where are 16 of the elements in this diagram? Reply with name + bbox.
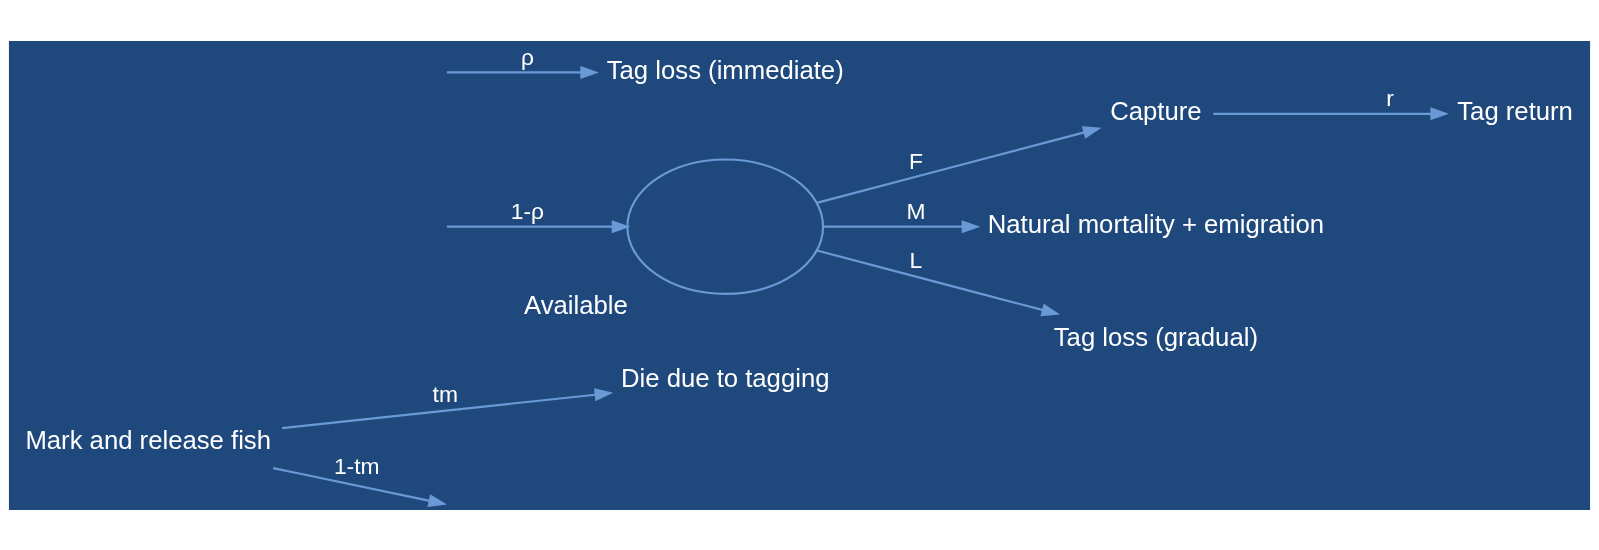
edge-label: M <box>906 197 926 224</box>
edge-label: r <box>1386 84 1394 111</box>
node-text: Natural mortality + emigration <box>987 209 1324 238</box>
node-text: Die due to tagging <box>620 363 830 392</box>
node-text: Mark and release fish <box>25 425 271 454</box>
edge-label: 1-tm <box>333 451 380 478</box>
node-text: Tag loss (immediate) <box>606 55 844 84</box>
edge-label: F <box>908 147 923 174</box>
edge-label: ρ <box>520 43 534 70</box>
node-text: Capture <box>1110 96 1202 125</box>
edge-label: L <box>909 246 923 273</box>
edge-label: 1-ρ <box>510 197 545 224</box>
node-text: Tag return <box>1457 96 1573 125</box>
edge-label: tm <box>432 380 458 407</box>
node-label: Available <box>524 290 628 319</box>
node-text: Tag loss (gradual) <box>1053 322 1258 351</box>
